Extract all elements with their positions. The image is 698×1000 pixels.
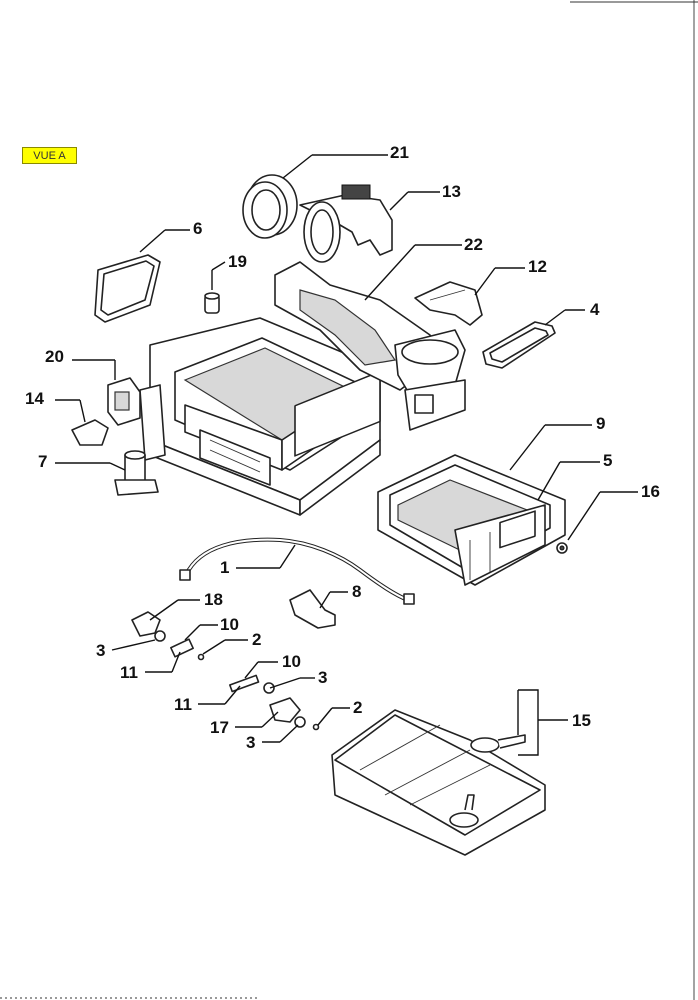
part-7-valve	[114, 450, 159, 496]
callout-18: 18	[204, 590, 223, 609]
part-20-switch	[107, 377, 141, 426]
part-13-bracket	[299, 184, 393, 263]
part-14-clip	[71, 419, 109, 446]
callout-3b: 3	[318, 668, 327, 687]
callout-17: 17	[210, 718, 229, 737]
callout-labels: 21 13 6 22 19 12 4 20 14 7 9 5 16 1 8 18…	[25, 143, 660, 752]
callout-21: 21	[390, 143, 409, 162]
main-housing	[139, 261, 466, 516]
view-badge: VUE A	[22, 147, 77, 164]
callout-10b: 10	[282, 652, 301, 671]
callout-1: 1	[220, 558, 229, 577]
callout-16: 16	[641, 482, 660, 501]
part-4-seal	[482, 321, 556, 369]
callout-13: 13	[442, 182, 461, 201]
callout-19: 19	[228, 252, 247, 271]
callout-3a: 3	[96, 641, 105, 660]
part-21-ring	[242, 174, 298, 239]
callout-5: 5	[603, 451, 612, 470]
callout-2a: 2	[252, 630, 261, 649]
part-6-gasket	[94, 254, 161, 323]
callout-15: 15	[572, 711, 591, 730]
callout-11a: 11	[120, 663, 138, 682]
callout-14: 14	[25, 389, 44, 408]
callout-7: 7	[38, 452, 47, 471]
part-15-water-tank	[331, 709, 546, 856]
callout-10a: 10	[220, 615, 239, 634]
callout-12: 12	[528, 257, 547, 276]
callout-20: 20	[45, 347, 64, 366]
callout-3c: 3	[246, 733, 255, 752]
callout-11b: 11	[174, 695, 192, 714]
part-19-plug	[204, 292, 220, 314]
part-1-cable	[179, 537, 415, 605]
callout-4: 4	[590, 300, 600, 319]
callout-22: 22	[464, 235, 483, 254]
part-12-flap	[414, 281, 483, 326]
part-8-bracket	[289, 589, 336, 629]
callout-2b: 2	[353, 698, 362, 717]
callout-9: 9	[596, 414, 605, 433]
callout-8: 8	[352, 582, 361, 601]
part-9-heat-exchanger	[377, 454, 566, 586]
part-16-screw	[556, 542, 568, 554]
small-fittings	[131, 611, 320, 731]
callout-6: 6	[193, 219, 202, 238]
leader-lines	[55, 154, 638, 756]
